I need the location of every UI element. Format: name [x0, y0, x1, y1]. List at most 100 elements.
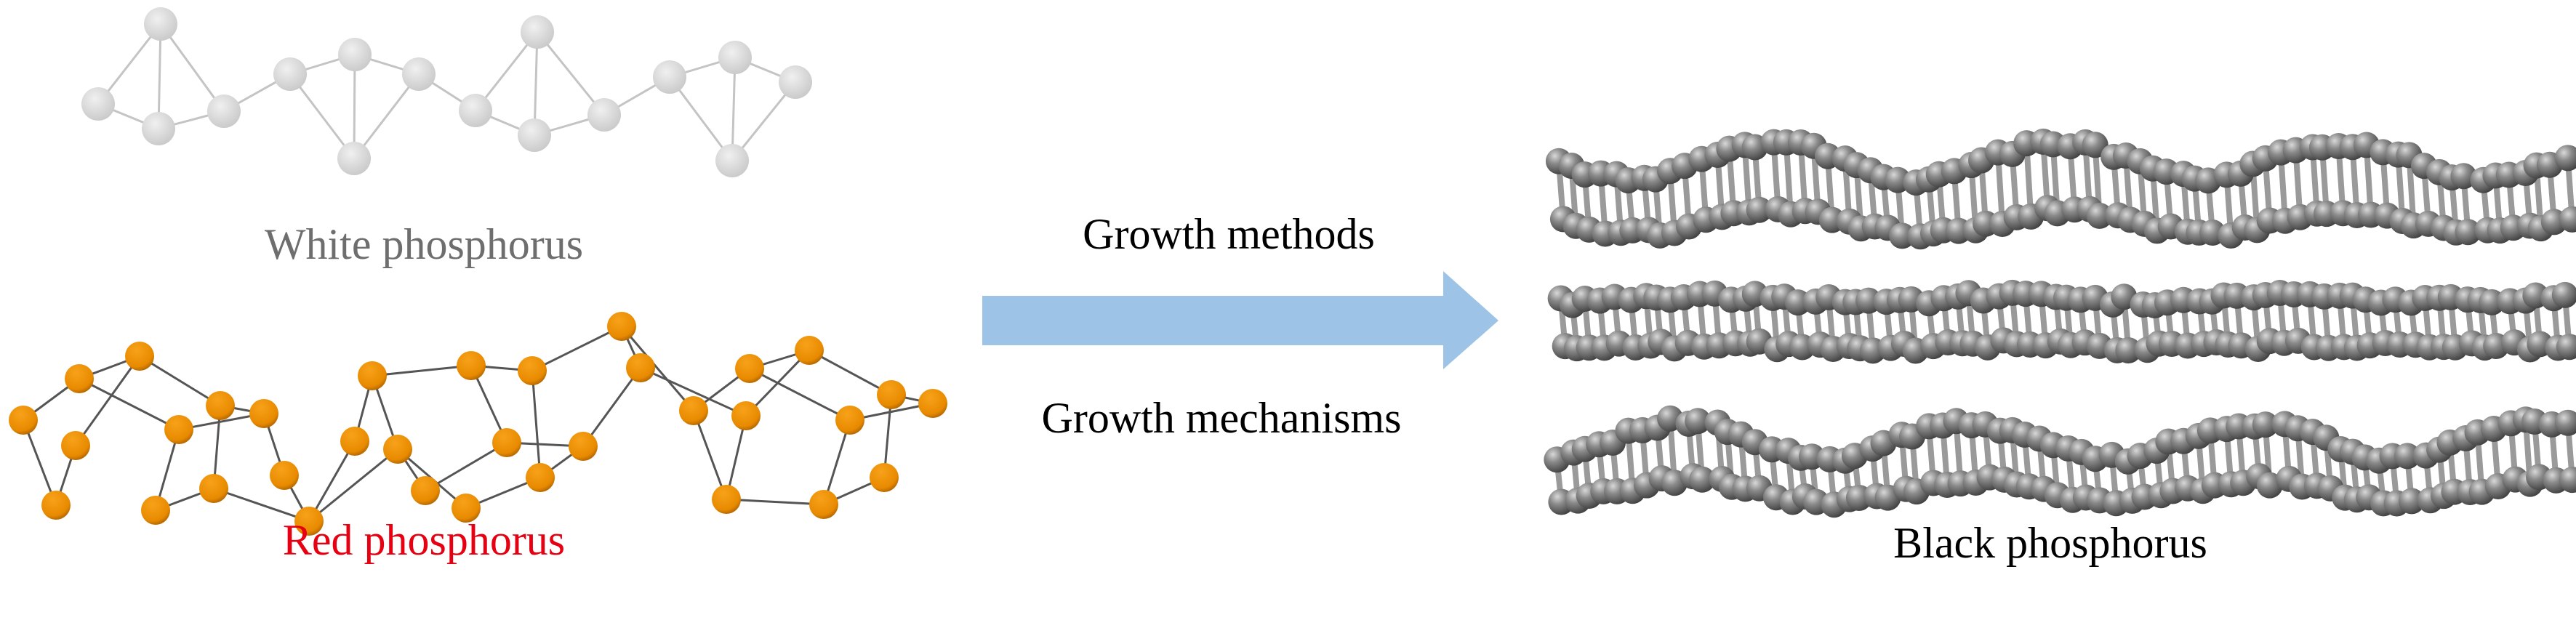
- atom: [607, 312, 636, 341]
- bond: [353, 73, 420, 159]
- atom: [457, 351, 486, 380]
- atom: [164, 415, 193, 444]
- atom: [518, 356, 547, 385]
- bond: [822, 419, 851, 505]
- atom: [383, 435, 412, 464]
- bond: [536, 31, 606, 116]
- atom: [125, 342, 154, 371]
- atom: [835, 406, 864, 435]
- bond: [531, 325, 622, 372]
- growth-methods-label: Growth methods: [1083, 210, 1375, 258]
- atom: [653, 60, 686, 94]
- atom: [358, 361, 387, 390]
- atom: [2559, 467, 2576, 494]
- atom: [526, 463, 555, 492]
- atom: [779, 65, 812, 99]
- atom: [207, 94, 241, 128]
- bond: [308, 440, 356, 522]
- atom: [679, 396, 708, 425]
- bond: [213, 487, 310, 523]
- atom: [521, 15, 554, 49]
- atom: [2394, 443, 2420, 470]
- atom: [2556, 334, 2576, 361]
- atom: [270, 461, 299, 490]
- atom: [459, 94, 492, 127]
- atom: [718, 41, 752, 74]
- atom: [1746, 196, 1773, 223]
- atom: [141, 496, 170, 525]
- atom: [402, 57, 436, 91]
- black-phosphorus-structure: [1544, 128, 2576, 518]
- bond: [289, 73, 356, 159]
- bond: [533, 31, 539, 136]
- red-phosphorus-label: Red phosphorus: [282, 516, 566, 564]
- atom: [2252, 411, 2279, 438]
- atom: [918, 389, 947, 418]
- bond: [620, 326, 695, 411]
- white-phosphorus-structure: [81, 7, 812, 177]
- atom: [795, 336, 824, 365]
- bond: [668, 76, 734, 161]
- atom: [1685, 408, 1712, 435]
- atom: [249, 399, 278, 428]
- bond: [353, 54, 356, 159]
- atom: [2082, 132, 2108, 158]
- bond: [22, 419, 57, 506]
- atom: [877, 380, 906, 409]
- atom: [9, 406, 38, 435]
- atom: [587, 98, 621, 132]
- bond: [74, 355, 141, 446]
- bond: [97, 23, 162, 105]
- bond: [531, 370, 542, 478]
- bond: [139, 355, 221, 407]
- atom: [337, 142, 371, 175]
- atom: [2554, 145, 2576, 172]
- red-phosphorus-structure: [9, 312, 947, 536]
- atom: [2455, 219, 2481, 246]
- bond: [425, 441, 507, 492]
- atom: [735, 354, 764, 383]
- atom: [569, 432, 598, 461]
- atom: [2398, 488, 2425, 515]
- bond: [79, 377, 180, 431]
- atom: [626, 353, 655, 382]
- bond: [640, 366, 747, 417]
- bond: [731, 57, 737, 161]
- bond: [808, 349, 892, 396]
- atom: [712, 485, 741, 514]
- bond: [308, 448, 398, 523]
- atom: [2450, 163, 2477, 190]
- atom: [81, 87, 115, 121]
- atom: [199, 474, 228, 503]
- atom: [65, 364, 94, 393]
- bond: [692, 410, 728, 500]
- atom: [731, 401, 761, 430]
- atom: [340, 427, 369, 456]
- atom: [2086, 202, 2113, 229]
- atom: [61, 431, 90, 460]
- atom: [294, 507, 324, 536]
- atom: [273, 57, 307, 91]
- atom: [411, 476, 440, 505]
- atom: [206, 391, 235, 420]
- white-phosphorus-label: White phosphorus: [264, 220, 584, 268]
- atom: [1689, 466, 1716, 493]
- black-phosphorus-label: Black phosphorus: [1893, 519, 2207, 567]
- atom: [870, 463, 899, 492]
- atom: [452, 494, 481, 523]
- atom: [2559, 206, 2576, 233]
- growth-mechanisms-label: Growth mechanisms: [1041, 394, 1402, 442]
- bond: [157, 23, 162, 129]
- atom: [492, 428, 521, 457]
- atom: [41, 491, 71, 520]
- right-arrow-icon: [982, 271, 1498, 369]
- bond: [731, 81, 797, 161]
- bond: [372, 364, 472, 377]
- atom: [2551, 281, 2576, 308]
- bond: [726, 498, 824, 506]
- bond: [582, 367, 642, 447]
- atom: [338, 38, 372, 71]
- atom: [2115, 337, 2142, 364]
- atom: [2554, 409, 2576, 436]
